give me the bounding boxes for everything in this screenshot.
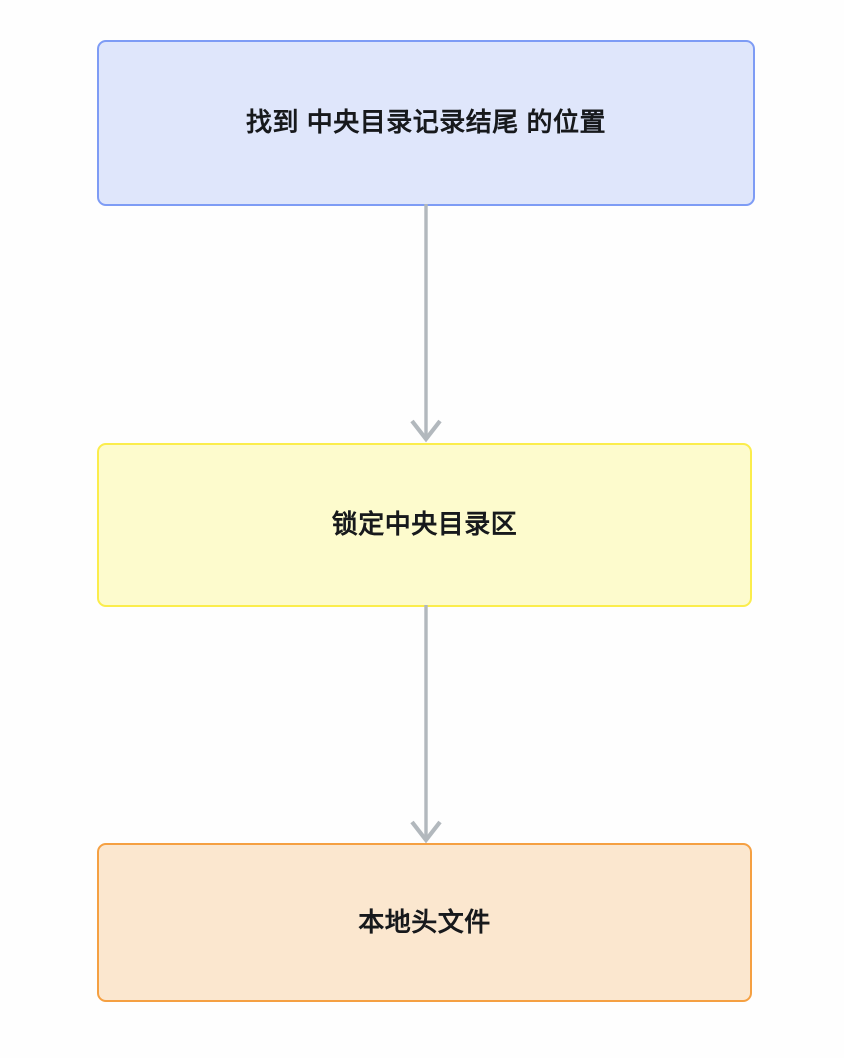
arrowhead-down-icon	[410, 419, 442, 443]
flowchart-edge-central-dir-to-local-header	[410, 605, 442, 844]
flowchart-node-eocd[interactable]: 找到 中央目录记录结尾 的位置	[97, 40, 755, 206]
node-label-central-dir: 锁定中央目录区	[331, 509, 518, 540]
flowchart-node-local-header[interactable]: 本地头文件	[97, 843, 752, 1002]
flowchart-edge-eocd-to-central-dir	[410, 204, 442, 443]
arrowhead-down-icon	[410, 820, 442, 844]
node-label-eocd: 找到 中央目录记录结尾 的位置	[246, 107, 606, 138]
node-label-local-header: 本地头文件	[358, 906, 491, 937]
flowchart-node-central-dir[interactable]: 锁定中央目录区	[97, 443, 752, 607]
